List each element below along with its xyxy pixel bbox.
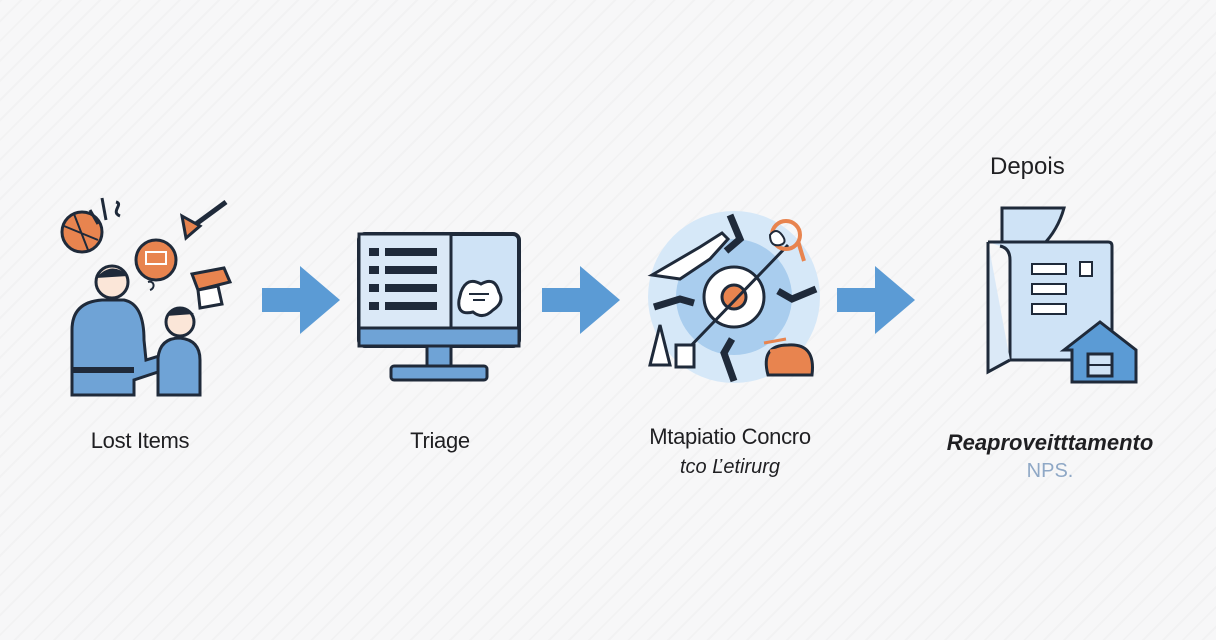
speech-bubble-icon: [134, 238, 178, 282]
matching-center-illustration: [647, 211, 820, 383]
buildings-icon: [648, 324, 696, 369]
stage-sublabel-matching: tco Ľetirurg: [679, 456, 781, 478]
stage-label-triage: Triage: [410, 428, 470, 453]
house-icon: [1059, 320, 1138, 384]
stage-label-lost-items: Lost Items: [90, 428, 190, 453]
reuse-document-illustration: [986, 206, 1138, 384]
key-icon: [768, 219, 806, 262]
stage-sublabel-reuse: NPS.: [1026, 460, 1074, 482]
confusion-marks-icon: [88, 197, 121, 225]
box-icon: [189, 266, 233, 310]
stage-label-matching: Mtapiatio Concro: [649, 424, 811, 449]
item-blob-icon: [457, 279, 503, 317]
triage-computer-illustration: [357, 232, 521, 382]
stage-label-reuse: Reaproveitttamento: [946, 430, 1154, 455]
child-figure-icon: [156, 306, 202, 397]
lost-items-illustration: [60, 197, 233, 397]
flow-arrow-icon: [837, 266, 915, 334]
stage-heading-depois: Depois: [990, 153, 1065, 180]
flow-arrow-icon: [542, 266, 620, 334]
bag-icon: [763, 337, 814, 377]
ball-icon: [60, 210, 104, 254]
cycle-arrow-icon: [652, 295, 695, 311]
cycle-arrow-icon: [720, 337, 738, 383]
adult-figure-icon: [70, 264, 178, 397]
cycle-arrow-icon: [723, 213, 745, 254]
tool-icon: [179, 199, 228, 241]
flow-arrow-icon: [262, 266, 340, 334]
plane-icon: [647, 231, 731, 281]
cycle-arrow-icon: [776, 285, 818, 303]
